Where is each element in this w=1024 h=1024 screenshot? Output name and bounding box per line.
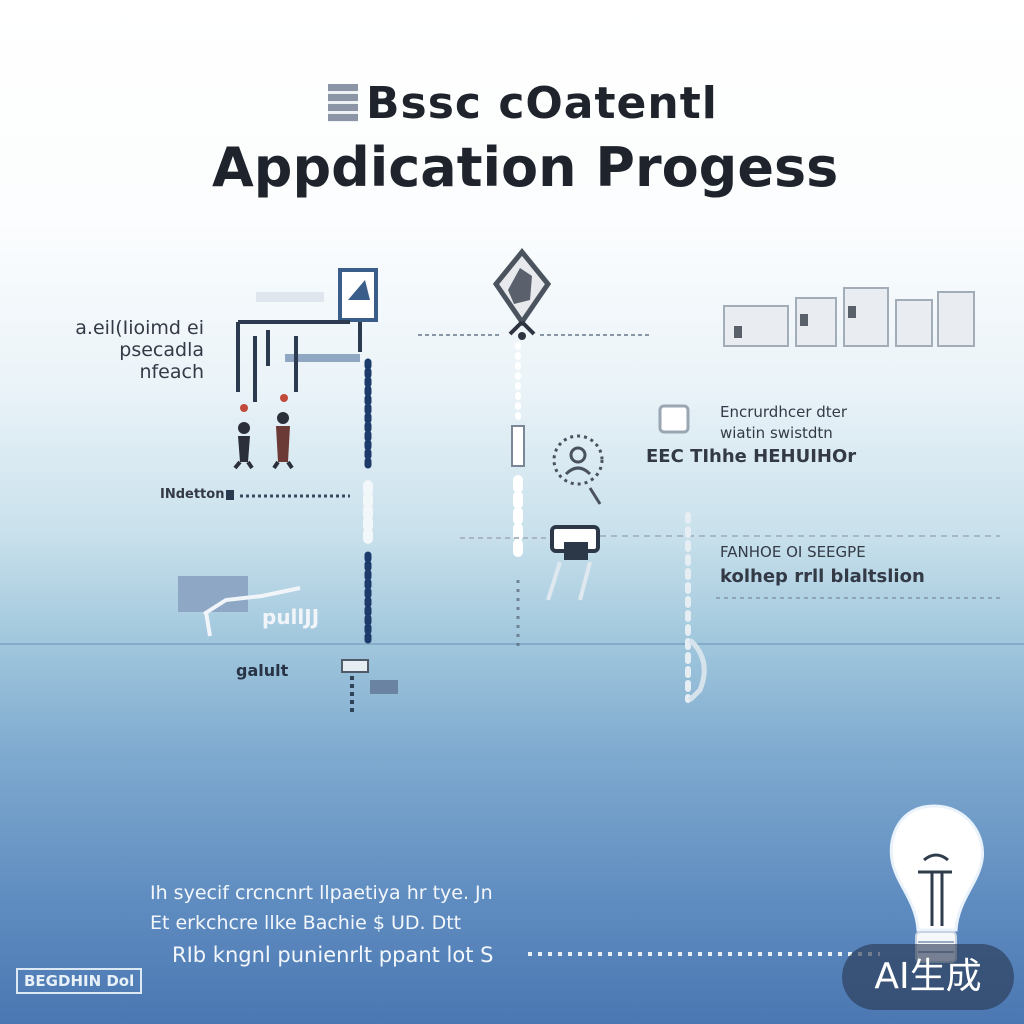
fixture-icon	[341, 659, 398, 712]
right-block-2-line: kolhep rrll blaltslion	[720, 566, 925, 588]
left-label-line: a.eil(Iioimd ei	[75, 317, 204, 339]
horizon-line	[0, 643, 1024, 645]
title-line-2: Appdication Progess	[212, 136, 839, 199]
lightbulb-icon	[889, 804, 985, 963]
frame-structure	[236, 320, 362, 402]
title-line-1-text: Bssc cOatentl	[366, 78, 718, 129]
lower-label: galult	[236, 661, 289, 680]
flag-icon	[256, 268, 378, 322]
right-block-2-line: FANHOE OI SEEGPE	[720, 543, 866, 561]
corner-stamp: BEGDHIN Dol	[16, 968, 143, 994]
chair-icon	[546, 525, 600, 601]
box-label: pullJJ	[262, 605, 320, 629]
right-block-1-line: EEC TIhhe HEHUIHOr	[646, 445, 857, 467]
left-label-block: a.eil(Iioimd ei psecadla nfeach	[44, 317, 204, 384]
box-icon	[178, 576, 301, 637]
right-block-2: FANHOE OI SEEGPE kolhep rrll blaltslion	[720, 543, 925, 588]
bottom-text-line: Ih syecif crcncnrt llpaetiya hr tye. Jn	[150, 882, 493, 904]
bottom-text-line: Et erkchcre llke Bachie $ UD. Dtt	[150, 912, 462, 935]
row-label: INdetton	[160, 487, 225, 502]
left-label-line: nfeach	[139, 360, 204, 383]
left-label-line: psecadla	[119, 338, 204, 361]
ai-generated-badge: AI生成	[842, 944, 1014, 1010]
right-block-1-line: Encrurdhcer dter	[720, 403, 848, 421]
people-icon	[233, 394, 294, 470]
right-block-1-line: wiatin swistdtn	[720, 424, 833, 443]
title-tag-icon	[328, 84, 358, 122]
bottom-text-line: RIb kngnl punienrlt ppant lot S	[172, 942, 494, 967]
city-skyline-icon	[723, 287, 975, 347]
right-block-1: Encrurdhcer dter wiatin swistdtn EEC TIh…	[646, 403, 856, 467]
gear-person-icon	[552, 434, 604, 505]
diamond-hand-icon	[492, 248, 552, 340]
bottom-text-block: Ih syecif crcncnrt llpaetiya hr tye. Jn …	[150, 878, 493, 972]
title-line-1: Bssc cOatentl	[328, 78, 718, 129]
